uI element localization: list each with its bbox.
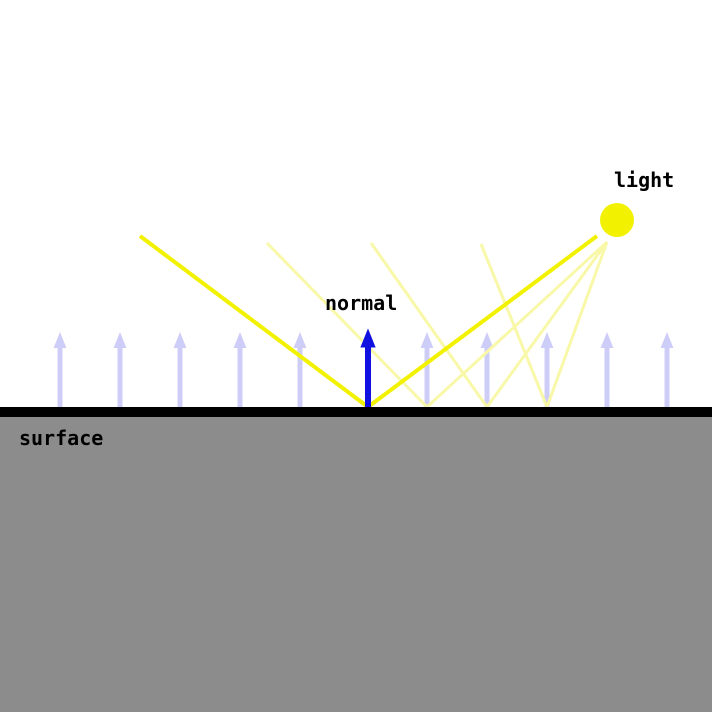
faded-incident-ray [425,240,609,409]
surface-label: surface [19,426,104,450]
normal-label: normal [325,291,398,315]
faded-reflected-ray [479,243,549,408]
light-label: light [614,168,675,192]
surface-line [0,407,712,417]
faded-incident-ray [545,241,609,408]
reflected-ray [138,234,370,409]
faded-reflected-ray [369,242,489,408]
faded-normals [53,331,674,407]
incident-ray [366,234,599,409]
faded-incident-ray [485,241,609,408]
light-source-icon [600,203,634,237]
faded-reflected-ray [265,241,429,409]
faded-rays [265,240,609,409]
ground [0,412,712,712]
